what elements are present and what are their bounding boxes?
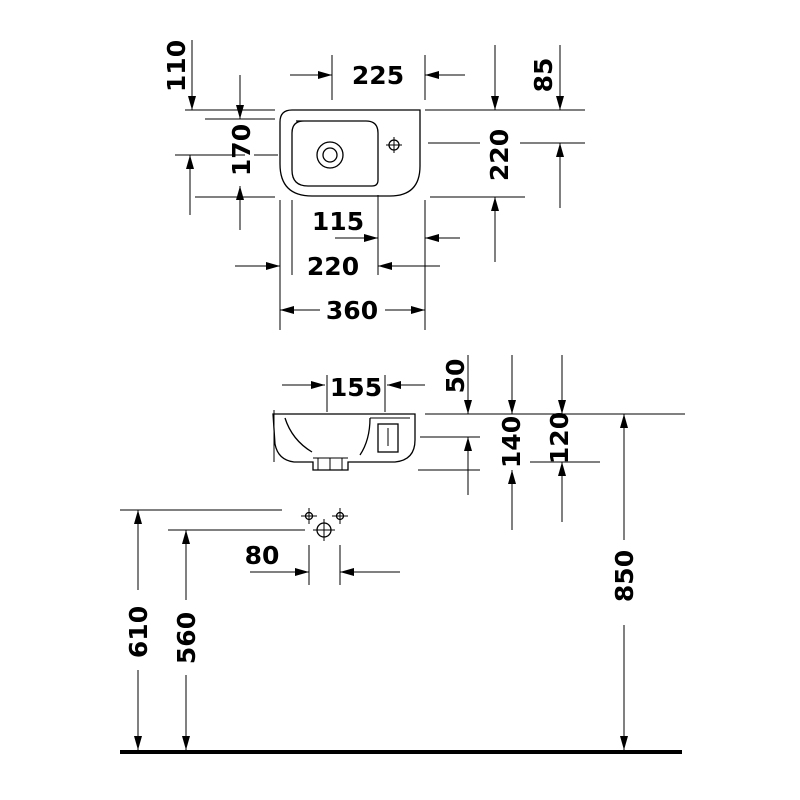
dim-front-height: 120: [545, 412, 574, 464]
dim-depth-right: 85: [529, 58, 558, 93]
supply-point-left-icon: [301, 508, 317, 524]
dim-bowl-depth: 170: [227, 124, 256, 176]
dim-rim-thickness: 50: [441, 359, 470, 394]
dim-bowl-width: 220: [307, 252, 359, 281]
wall-connections: 80 610 560 850: [120, 414, 639, 750]
basin-side-outline: [272, 413, 416, 471]
dim-tap-offset: 115: [312, 207, 364, 236]
dim-waste-height: 560: [172, 612, 201, 664]
drain-outer-icon: [316, 141, 344, 169]
dim-connection-spacing: 80: [245, 541, 280, 570]
basin-bowl-outline: [291, 120, 379, 187]
dim-offset-top: 110: [162, 40, 191, 92]
waste-point-icon: [313, 519, 335, 541]
dim-installation-height: 850: [610, 550, 639, 602]
basin-top-outline: [279, 109, 421, 197]
supply-point-right-icon: [332, 508, 348, 524]
top-view: 225 110 85 170 220 115: [162, 40, 585, 330]
side-view: 155 50 140 120: [272, 355, 685, 530]
dim-bowl-length: 155: [330, 373, 382, 402]
dim-bowl-height: 140: [497, 416, 526, 468]
dim-width-upper: 225: [352, 61, 404, 90]
drain-inner-icon: [322, 147, 338, 163]
dim-supply-height: 610: [124, 606, 153, 658]
dim-overall-width: 360: [326, 296, 378, 325]
dim-overall-depth: 220: [485, 129, 514, 181]
